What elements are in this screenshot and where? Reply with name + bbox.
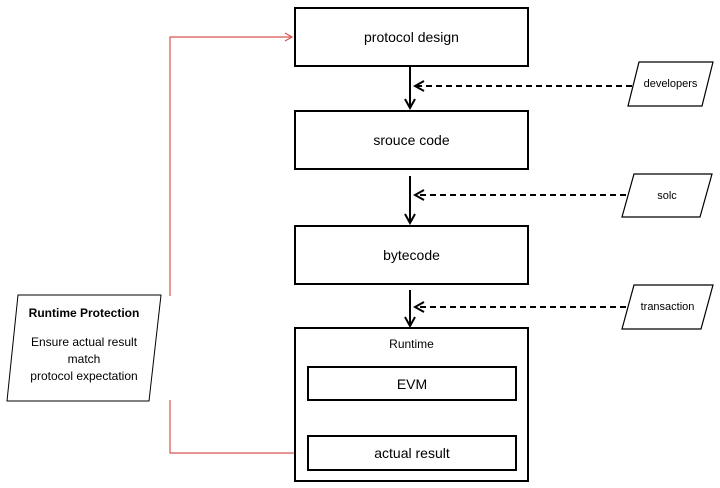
transaction-input-shape: transaction [621, 284, 714, 330]
solc-label: solc [657, 189, 677, 202]
runtime-protection-line3: protocol expectation [30, 369, 138, 383]
source-code-label: srouce code [373, 132, 450, 148]
developers-label: developers [643, 78, 698, 90]
protocol-design-box: protocol design [294, 7, 529, 67]
feedback-line-to-design [169, 32, 294, 296]
runtime-protection-title: Runtime Protection [28, 306, 140, 320]
protocol-design-label: protocol design [364, 29, 459, 45]
source-code-box: srouce code [294, 110, 529, 170]
solc-parallelogram [621, 173, 713, 218]
runtime-label: Runtime [389, 337, 434, 351]
actual-result-box: actual result [307, 435, 517, 471]
bytecode-box: bytecode [294, 225, 529, 285]
runtime-protection-line2: match [67, 352, 101, 366]
actual-result-label: actual result [374, 445, 450, 461]
solc-input-shape: solc [621, 173, 713, 218]
feedback-line-to-result [169, 400, 307, 458]
evm-box: EVM [307, 366, 517, 401]
runtime-protection-parallelogram [6, 294, 162, 402]
developers-input-shape: developers [627, 61, 714, 107]
transaction-parallelogram [621, 284, 714, 330]
transaction-label: transaction [640, 301, 695, 313]
evm-label: EVM [396, 375, 428, 392]
bytecode-label: bytecode [383, 247, 440, 263]
developers-parallelogram [627, 61, 714, 107]
runtime-protection-note: Runtime Protection Ensure actual result … [6, 294, 162, 402]
runtime-protection-line1: Ensure actual result [30, 335, 138, 349]
